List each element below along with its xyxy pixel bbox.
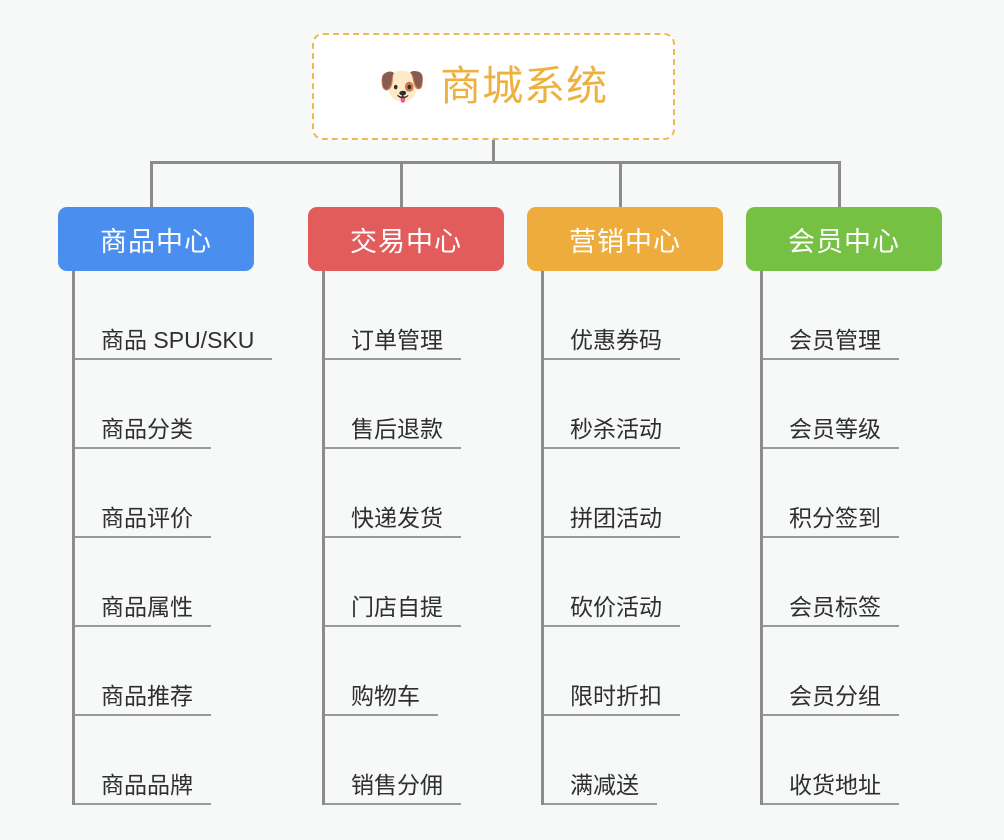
category-header-member-center[interactable]: 会员中心 <box>746 207 942 271</box>
leaf-label: 秒杀活动 <box>544 416 680 449</box>
branch-list-product-center: 商品 SPU/SKU 商品分类商品评价商品属性商品推荐商品品牌 <box>72 271 273 805</box>
leaf-label: 售后退款 <box>325 416 461 449</box>
leaf-node[interactable]: 会员标签 <box>763 538 942 627</box>
leaf-label: 商品推荐 <box>75 683 211 716</box>
leaf-label: 商品分类 <box>75 416 211 449</box>
leaf-node[interactable]: 销售分佣 <box>325 716 504 805</box>
leaf-node[interactable]: 秒杀活动 <box>544 360 723 449</box>
category-header-label: 营销中心 <box>569 226 681 257</box>
leaf-label: 积分签到 <box>763 505 899 538</box>
leaf-label: 订单管理 <box>325 327 461 360</box>
leaf-node[interactable]: 商品品牌 <box>75 716 254 805</box>
dog-face-icon: 🐶 <box>378 65 427 108</box>
column-trade-center: 交易中心订单管理售后退款快递发货门店自提购物车销售分佣 <box>308 207 504 805</box>
category-header-label: 商品中心 <box>100 226 212 257</box>
leaf-label: 会员标签 <box>763 594 899 627</box>
column-product-center: 商品中心商品 SPU/SKU 商品分类商品评价商品属性商品推荐商品品牌 <box>58 207 273 805</box>
leaf-node[interactable]: 会员等级 <box>763 360 942 449</box>
column-marketing-center: 营销中心优惠券码秒杀活动拼团活动砍价活动限时折扣满减送 <box>527 207 723 805</box>
leaf-label: 商品 SPU/SKU <box>75 327 273 360</box>
leaf-node[interactable]: 砍价活动 <box>544 538 723 627</box>
category-header-label: 会员中心 <box>788 226 900 257</box>
leaf-node[interactable]: 售后退款 <box>325 360 504 449</box>
leaf-node[interactable]: 商品 SPU/SKU <box>75 271 273 360</box>
connector-drop-member-center <box>838 161 841 208</box>
leaf-label: 拼团活动 <box>544 505 680 538</box>
leaf-node[interactable]: 商品分类 <box>75 360 254 449</box>
leaf-node[interactable]: 快递发货 <box>325 449 504 538</box>
leaf-node[interactable]: 商品推荐 <box>75 627 254 716</box>
leaf-node[interactable]: 商品评价 <box>75 449 254 538</box>
leaf-node[interactable]: 购物车 <box>325 627 504 716</box>
root-node[interactable]: 🐶 商城系统 <box>312 33 675 140</box>
column-member-center: 会员中心会员管理会员等级积分签到会员标签会员分组收货地址 <box>746 207 942 805</box>
leaf-node[interactable]: 优惠券码 <box>544 271 723 360</box>
leaf-label: 砍价活动 <box>544 594 680 627</box>
leaf-node[interactable]: 收货地址 <box>763 716 942 805</box>
leaf-node[interactable]: 限时折扣 <box>544 627 723 716</box>
leaf-node[interactable]: 商品属性 <box>75 538 254 627</box>
leaf-label: 满减送 <box>544 772 657 805</box>
connector-drop-marketing-center <box>619 161 622 208</box>
leaf-node[interactable]: 门店自提 <box>325 538 504 627</box>
leaf-label: 优惠券码 <box>544 327 680 360</box>
connector-drop-product-center <box>150 161 153 208</box>
category-header-trade-center[interactable]: 交易中心 <box>308 207 504 271</box>
branch-list-marketing-center: 优惠券码秒杀活动拼团活动砍价活动限时折扣满减送 <box>541 271 723 805</box>
leaf-label: 收货地址 <box>763 772 899 805</box>
category-header-label: 交易中心 <box>350 226 462 257</box>
leaf-node[interactable]: 满减送 <box>544 716 723 805</box>
category-header-product-center[interactable]: 商品中心 <box>58 207 254 271</box>
leaf-label: 会员等级 <box>763 416 899 449</box>
leaf-label: 快递发货 <box>325 505 461 538</box>
leaf-label: 商品属性 <box>75 594 211 627</box>
connector-root-stem <box>492 140 495 164</box>
leaf-label: 会员分组 <box>763 683 899 716</box>
leaf-label: 商品品牌 <box>75 772 211 805</box>
connector-horizontal-bar <box>150 161 840 164</box>
leaf-label: 销售分佣 <box>325 772 461 805</box>
category-header-marketing-center[interactable]: 营销中心 <box>527 207 723 271</box>
leaf-node[interactable]: 积分签到 <box>763 449 942 538</box>
branch-list-trade-center: 订单管理售后退款快递发货门店自提购物车销售分佣 <box>322 271 504 805</box>
leaf-node[interactable]: 会员分组 <box>763 627 942 716</box>
leaf-label: 门店自提 <box>325 594 461 627</box>
leaf-node[interactable]: 拼团活动 <box>544 449 723 538</box>
leaf-label: 购物车 <box>325 683 438 716</box>
connector-drop-trade-center <box>400 161 403 208</box>
branch-list-member-center: 会员管理会员等级积分签到会员标签会员分组收货地址 <box>760 271 942 805</box>
leaf-node[interactable]: 订单管理 <box>325 271 504 360</box>
leaf-label: 限时折扣 <box>544 683 680 716</box>
leaf-label: 会员管理 <box>763 327 899 360</box>
leaf-node[interactable]: 会员管理 <box>763 271 942 360</box>
leaf-label: 商品评价 <box>75 505 211 538</box>
root-title: 商城系统 <box>440 63 609 109</box>
